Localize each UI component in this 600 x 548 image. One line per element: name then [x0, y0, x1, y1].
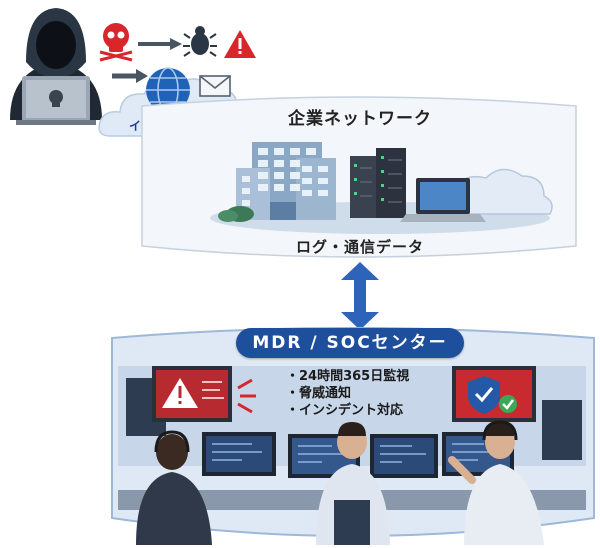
- service-item-incident-response: ・インシデント対応: [286, 403, 404, 418]
- corporate-scene: [210, 142, 553, 234]
- server-rack-icon: [350, 148, 406, 218]
- corporate-network-title: 企業ネットワーク: [288, 109, 432, 129]
- log-data-label: ログ・通信データ: [295, 238, 424, 256]
- soc-services-list: ・24時間365日監視 ・脅威通知 ・インシデント対応: [286, 368, 466, 419]
- soc-operators: [136, 420, 544, 545]
- threat-area: [10, 8, 256, 125]
- soc-center-title: MDR / SOCセンター: [236, 328, 464, 358]
- shield-monitor: [452, 366, 536, 422]
- data-link-arrow: [341, 262, 379, 330]
- service-item-threat-notify: ・脅威通知: [286, 386, 352, 401]
- laptop-icon: [400, 178, 486, 222]
- bug-icon: [183, 26, 217, 57]
- office-building-icon: [218, 142, 336, 222]
- soc-scene: [118, 366, 586, 545]
- skull-icon: [99, 23, 133, 62]
- warning-icon: [224, 30, 256, 58]
- mail-icon: [199, 75, 231, 97]
- alert-monitor: [152, 366, 256, 422]
- hacker-icon: [10, 8, 102, 125]
- service-item-monitoring: ・24時間365日監視: [286, 369, 410, 384]
